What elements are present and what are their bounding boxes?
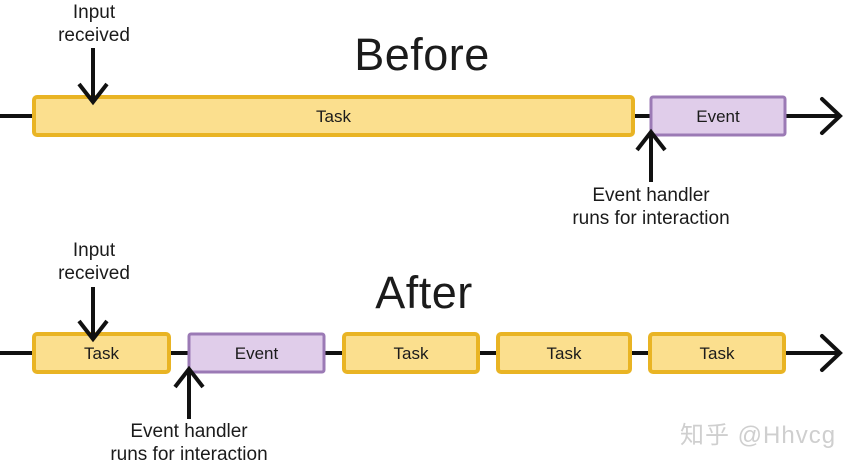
before-handler-arrow — [635, 128, 667, 182]
after-section-title: After — [375, 267, 473, 318]
after-event-handler-label: Event handler runs for interaction — [110, 421, 268, 466]
after-input-arrow — [77, 287, 109, 343]
before-task-label: Task — [316, 107, 351, 126]
after-task-label-2: Task — [393, 344, 429, 363]
after-task-label-4: Task — [699, 344, 735, 363]
after-handler-arrow — [173, 365, 205, 419]
after-event-label: Event — [234, 344, 279, 363]
before-input-arrow — [77, 48, 109, 106]
after-input-received-label: Input received — [58, 240, 130, 285]
watermark: 知乎 @Hhvcg — [680, 422, 837, 449]
before-section-title: Before — [354, 29, 490, 80]
after-task-label-3: Task — [546, 344, 582, 363]
before-event-handler-label: Event handler runs for interaction — [572, 185, 730, 230]
before-event-label: Event — [696, 107, 740, 126]
after-task-label-1: Task — [84, 344, 119, 363]
before-input-received-label: Input received — [58, 2, 130, 47]
